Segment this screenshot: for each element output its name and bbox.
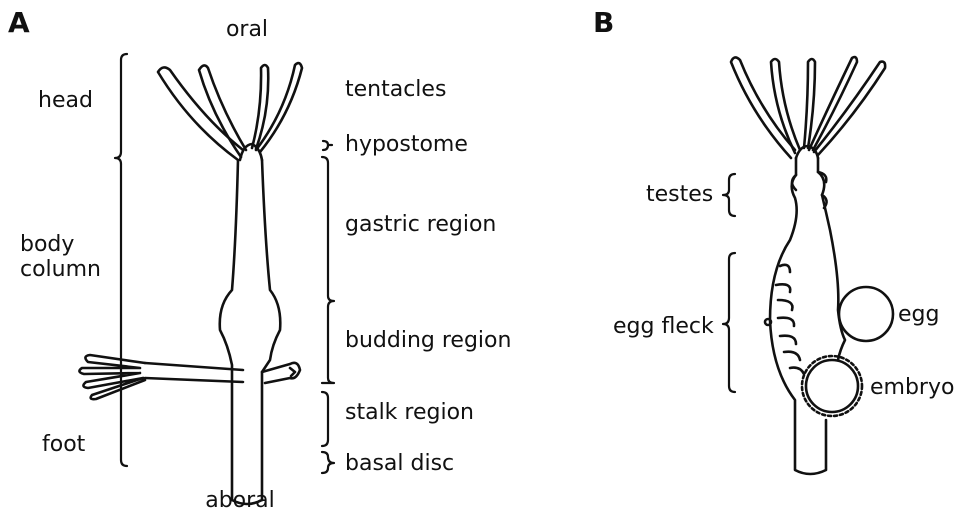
budding-region-bracket <box>322 307 334 383</box>
panel-a-hydra <box>79 63 302 504</box>
testes-bracket <box>723 174 735 216</box>
egg-fleck <box>776 265 804 374</box>
hypostome-bracket <box>323 141 332 150</box>
panel-a-left-brackets <box>115 54 127 466</box>
b-body-right <box>818 158 845 360</box>
egg <box>839 287 893 341</box>
tentacle-4 <box>256 63 302 152</box>
stalk-region-bracket <box>322 392 328 446</box>
egg-fleck-dot <box>765 319 771 325</box>
body-right <box>262 160 280 500</box>
gastric-region-bracket <box>322 157 334 307</box>
embryo-spiky-coat <box>802 356 862 416</box>
bud-left-stalk <box>145 363 243 382</box>
egg-fleck-bracket <box>723 253 735 392</box>
panel-a-right-brackets <box>322 141 334 473</box>
embryo <box>806 360 858 412</box>
tentacle-2 <box>199 65 246 157</box>
panel-b-brackets <box>723 174 735 392</box>
basal-disc-bracket <box>322 452 334 473</box>
tentacle-1 <box>158 67 243 160</box>
basal-disc <box>232 500 262 504</box>
b-tentacle-3 <box>804 59 815 148</box>
body-left <box>220 160 238 500</box>
body-column-bracket <box>121 164 127 466</box>
b-body-left <box>770 158 826 474</box>
head-bracket <box>115 54 127 164</box>
bud-right-tip <box>290 368 295 376</box>
bud-left-tentacles <box>79 355 145 399</box>
panel-b-hydra <box>731 57 893 474</box>
